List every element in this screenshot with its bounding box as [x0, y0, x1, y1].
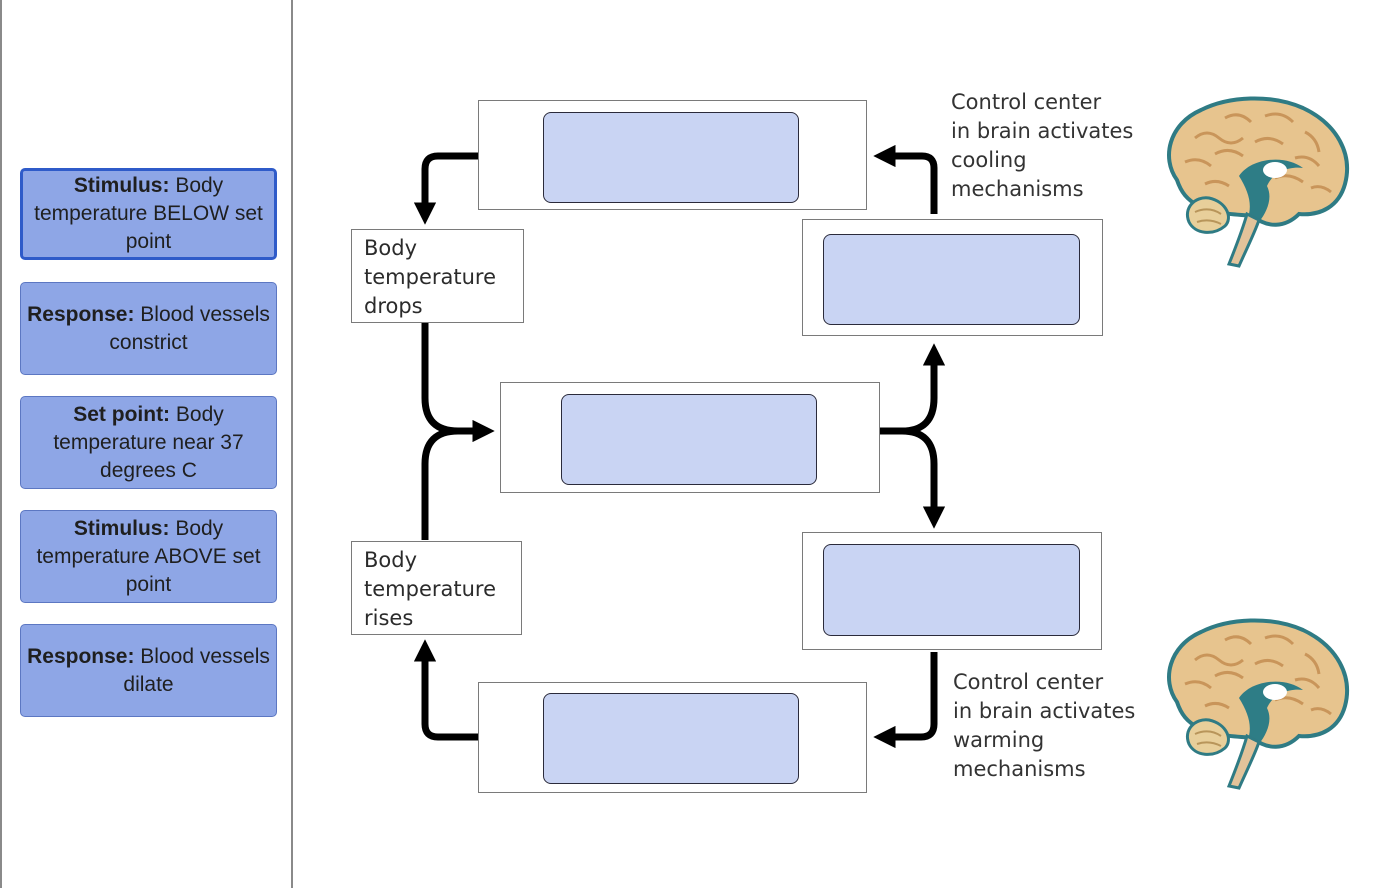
tile-bold-label: Set point: [73, 402, 171, 426]
set-point-box [500, 382, 880, 493]
tile-bold-label: Response: [27, 644, 135, 668]
answer-tile-stimulus-below[interactable]: Stimulus: Body temperature BELOW set poi… [20, 168, 277, 260]
tile-bold-label: Stimulus: [73, 516, 170, 540]
brain-sagittal-icon [1167, 618, 1350, 790]
tile-bold-label: Stimulus: [73, 174, 170, 197]
caption-line: cooling [951, 148, 1027, 172]
body-temperature-drops-label: Body temperature drops [351, 229, 524, 323]
arrow-cooling-to-top [873, 144, 938, 214]
control-warming-box [802, 532, 1102, 650]
tile-text: Blood vessels constrict [109, 302, 270, 354]
effector-top-box [478, 100, 867, 210]
arrow-top-to-drops [413, 152, 479, 225]
control-center-cooling-text: Control center in brain activates coolin… [951, 88, 1133, 204]
drop-zone-cooling[interactable] [823, 234, 1080, 325]
label-line: Body [364, 548, 418, 572]
arrow-bottom-to-rises [413, 639, 479, 741]
arrow-center-to-warming [901, 427, 946, 529]
answer-tile-response-constrict[interactable]: Response: Blood vessels constrict [20, 282, 277, 375]
effector-bottom-box [478, 682, 867, 793]
label-line: Body [364, 236, 418, 260]
caption-line: Control center [953, 670, 1104, 694]
brain-sagittal-icon [1167, 96, 1350, 268]
caption-line: in brain activates [953, 699, 1136, 723]
body-temperature-rises-label: Body temperature rises [351, 541, 522, 635]
caption-line: Control center [951, 90, 1102, 114]
arrow-drops-to-center [421, 323, 495, 443]
tile-text: Body temperature ABOVE set point [36, 516, 261, 596]
label-line: temperature [364, 265, 496, 289]
answer-tile-stimulus-above[interactable]: Stimulus: Body temperature ABOVE set poi… [20, 510, 277, 603]
drop-zone-warming[interactable] [823, 544, 1080, 636]
drop-zone-top[interactable] [543, 112, 799, 203]
label-line: drops [364, 294, 423, 318]
tile-text: Blood vessels dilate [123, 644, 270, 696]
caption-line: in brain activates [951, 119, 1134, 143]
answer-bank: Stimulus: Body temperature BELOW set poi… [0, 0, 293, 888]
arrow-center-to-cooling [880, 343, 946, 435]
caption-line: mechanisms [953, 757, 1086, 781]
control-center-warming-text: Control center in brain activates warmin… [953, 668, 1135, 784]
tile-bold-label: Response: [27, 302, 135, 326]
answer-tile-response-dilate[interactable]: Response: Blood vessels dilate [20, 624, 277, 717]
drop-zone-bottom[interactable] [543, 693, 799, 784]
caption-line: mechanisms [951, 177, 1084, 201]
control-cooling-box [802, 219, 1103, 336]
caption-line: warming [953, 728, 1045, 752]
tile-text: Body temperature BELOW set point [34, 174, 263, 253]
arrow-warming-to-bottom [873, 652, 938, 749]
arrow-rises-to-center [421, 427, 459, 540]
label-line: temperature [364, 577, 496, 601]
tile-text: Body temperature near 37 degrees C [53, 402, 244, 482]
drop-zone-center[interactable] [561, 394, 817, 485]
answer-tile-set-point[interactable]: Set point: Body temperature near 37 degr… [20, 396, 277, 489]
label-line: rises [364, 606, 414, 630]
